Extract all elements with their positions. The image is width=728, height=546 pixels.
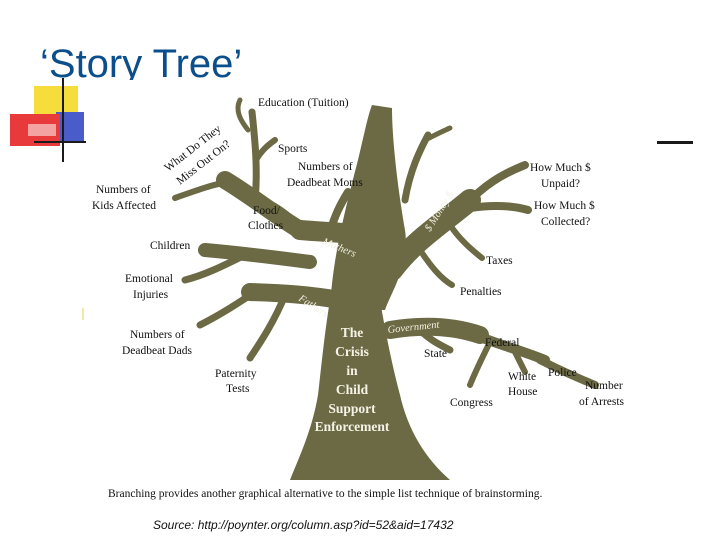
branch-money [381, 189, 481, 281]
twig-collected [466, 201, 532, 214]
left-tick [82, 308, 84, 320]
leaf-congress: Congress [450, 397, 493, 409]
trunk-line-1: The [341, 325, 364, 340]
trunk-line-6: Enforcement [315, 419, 390, 434]
leaf-paternity-line1: Paternity [215, 368, 257, 380]
leaf-dads-line2: Deadbeat Dads [122, 345, 192, 357]
right-rule [657, 141, 693, 144]
figure-caption: Branching provides another graphical alt… [108, 488, 542, 500]
leaf-dads-line1: Numbers of [130, 329, 185, 341]
trunk-line-4: Child [336, 382, 369, 397]
twig-unpaid [461, 161, 529, 209]
twig-taxes [447, 222, 485, 261]
leaf-unpaid-line1: How Much $ [530, 161, 591, 174]
twig-money-top [401, 131, 432, 204]
twig-congress [467, 339, 493, 388]
twig-emotional [181, 251, 249, 284]
leaf-white-house-line2: House [508, 386, 537, 398]
twig-money-top2 [422, 125, 453, 143]
leaf-emotional-line2: Injuries [133, 289, 169, 301]
leaf-white-house-line1: White [508, 371, 536, 383]
tree-shape [172, 97, 599, 480]
twig-white-house [512, 349, 528, 375]
leaf-unpaid-line2: Unpaid? [541, 178, 580, 190]
branch-miss-out [216, 171, 309, 239]
twig-dads [196, 288, 259, 329]
twig-paternity [246, 291, 289, 362]
leaf-collected-line2: Collected? [541, 216, 590, 228]
twig-sports [253, 137, 278, 163]
twig-penalties [417, 247, 455, 288]
leaf-food-line1: Food/ [253, 205, 281, 217]
twig-police [536, 356, 599, 389]
trunk-text: The Crisis in Child Support Enforcement [315, 325, 390, 434]
trunk-line-2: Crisis [335, 344, 369, 359]
leaf-deadbeat-moms-line1: Numbers of [298, 161, 353, 173]
leaf-education: Education (Tuition) [258, 97, 349, 109]
branch-children [198, 243, 317, 269]
decorative-squares [10, 78, 86, 162]
leaf-paternity-line2: Tests [226, 383, 250, 395]
leaf-arrests-line1: Number [585, 380, 623, 392]
leaf-kids-line1: Numbers of [96, 184, 151, 196]
twig-miss-out-up [235, 97, 251, 133]
leaf-sports: Sports [278, 143, 308, 155]
twig-state [416, 326, 454, 354]
twig-kids [172, 179, 231, 201]
leaf-children: Children [150, 240, 190, 252]
trunk-line-3: in [346, 363, 358, 378]
source-citation: Source: http://poynter.org/column.asp?id… [153, 518, 454, 532]
deco-pink-highlight [28, 124, 56, 136]
leaf-emotional-line1: Emotional [125, 273, 173, 285]
deco-blue-square [56, 112, 84, 142]
leaf-deadbeat-moms-line2: Deadbeat Moms [287, 177, 363, 189]
leaf-arrests-line2: of Arrests [579, 396, 625, 408]
leaf-state: State [424, 348, 447, 360]
trunk-line-5: Support [328, 401, 376, 416]
leaf-federal: Federal [485, 337, 519, 349]
leaf-penalties: Penalties [460, 286, 502, 298]
leaf-food-line2: Clothes [248, 220, 284, 232]
branch-fathers [241, 283, 349, 309]
slide-title: ‘Story Tree’ [40, 42, 243, 80]
leaf-taxes: Taxes [486, 255, 513, 267]
tree-base [290, 300, 450, 480]
leaf-kids-line2: Kids Affected [92, 200, 156, 212]
twig-deadbeat-moms [326, 188, 352, 236]
leaf-collected-line1: How Much $ [534, 199, 595, 212]
leaf-police: Police [548, 367, 577, 379]
